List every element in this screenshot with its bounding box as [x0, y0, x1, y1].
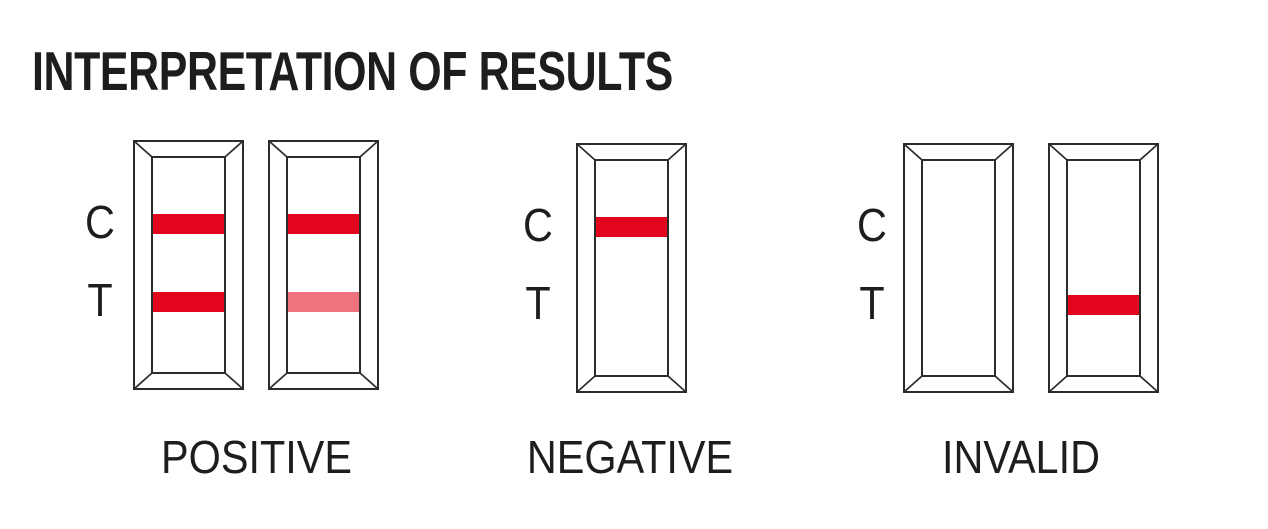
cassette-bevel-lines	[576, 143, 687, 393]
cassette-result-window	[594, 159, 669, 377]
control-line-band	[596, 217, 667, 237]
cassette-frame-outer	[903, 143, 1014, 393]
cassette-result-window	[1066, 159, 1141, 377]
test-cassette	[1048, 143, 1159, 393]
cassette-result-window	[921, 159, 996, 377]
cassette-frame-outer	[1048, 143, 1159, 393]
cassette-bevel-lines	[1048, 143, 1159, 393]
cassette-frame-outer	[268, 140, 379, 390]
result-caption-negative: NEGATIVE	[526, 431, 734, 483]
cassette-bevel-lines	[268, 140, 379, 390]
test-cassette	[268, 140, 379, 390]
test-line-label: T	[525, 277, 551, 329]
result-caption-invalid: INVALID	[941, 431, 1100, 483]
cassette-result-window	[151, 156, 226, 374]
control-line-label: C	[523, 199, 553, 251]
test-line-label: T	[87, 274, 113, 326]
test-line-band	[153, 292, 224, 312]
control-line-band	[288, 214, 359, 234]
cassette-frame-outer	[576, 143, 687, 393]
cassette-bevel-lines	[903, 143, 1014, 393]
test-cassette	[903, 143, 1014, 393]
test-line-band	[288, 292, 359, 312]
cassette-result-window	[286, 156, 361, 374]
invalid-example-group: C T INVALID	[850, 143, 1159, 485]
negative-example-group: C T NEGATIVE	[516, 143, 733, 485]
test-line-label: T	[859, 277, 885, 329]
test-cassette	[576, 143, 687, 393]
page-title: INTERPRETATION OF RESULTS	[32, 40, 673, 102]
control-line-label: C	[857, 199, 887, 251]
control-line-band	[153, 214, 224, 234]
positive-example-group: C T POSITIVE	[78, 140, 380, 485]
control-line-label: C	[85, 196, 115, 248]
result-caption-positive: POSITIVE	[161, 431, 352, 483]
test-cassette	[133, 140, 244, 390]
cassette-frame-outer	[133, 140, 244, 390]
cassette-bevel-lines	[133, 140, 244, 390]
test-line-band	[1068, 295, 1139, 315]
